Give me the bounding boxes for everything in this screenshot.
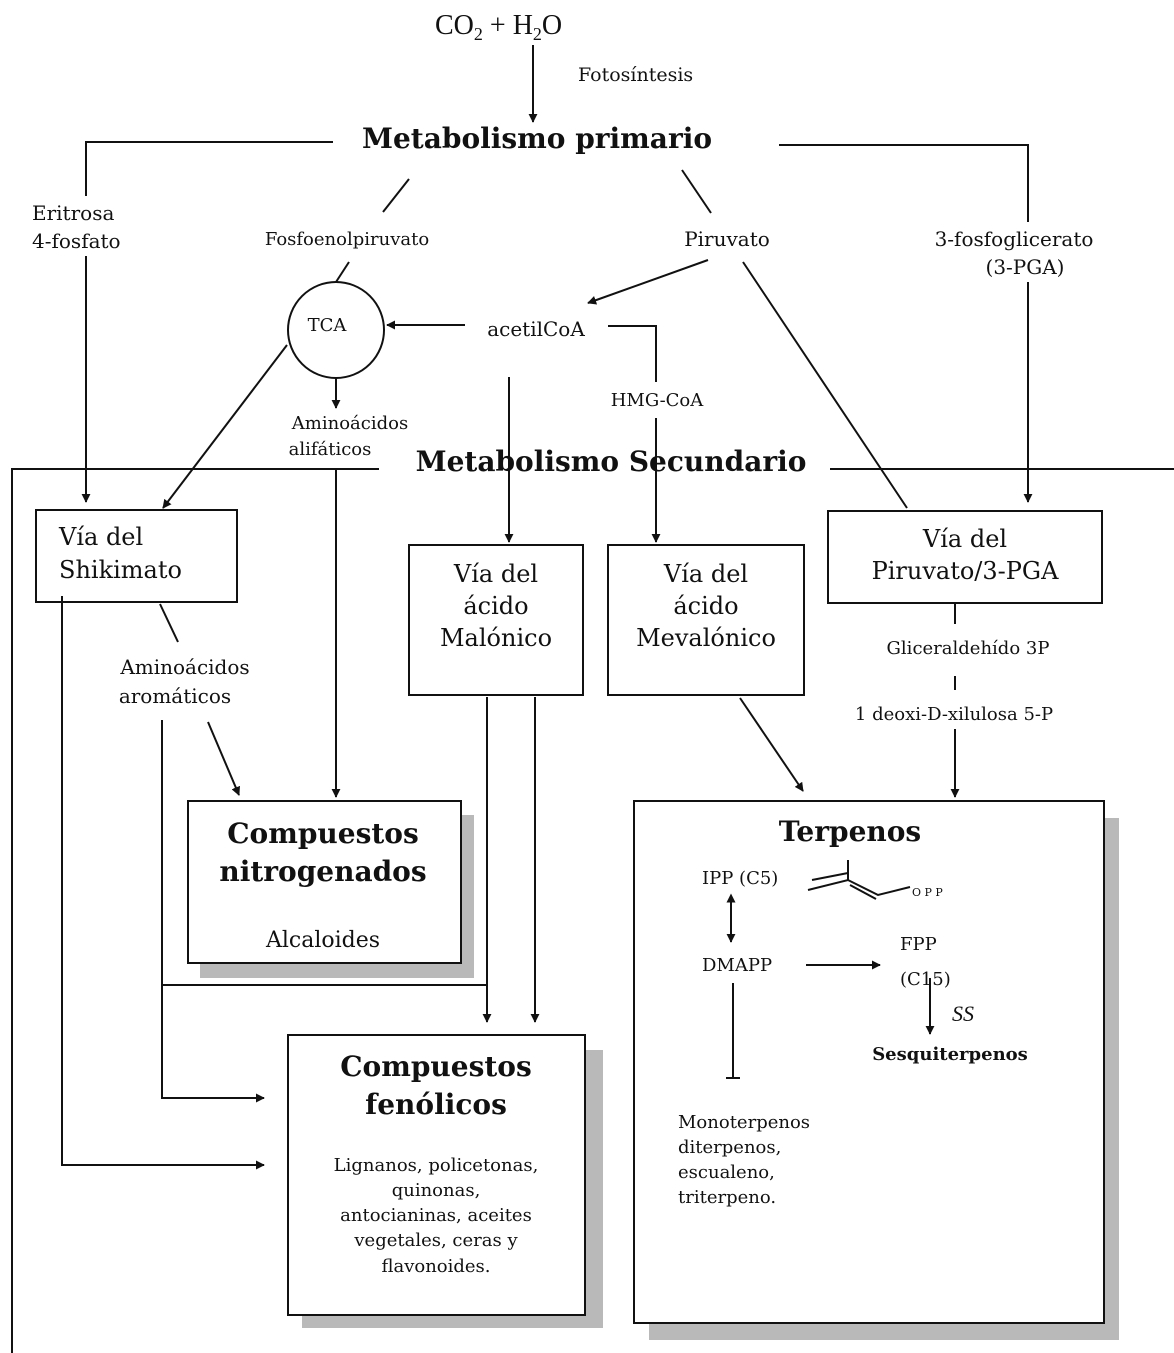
nitrogen-title-2: nitrogenados [219, 855, 426, 888]
terpenes-box [633, 800, 1105, 1324]
mono-label-2: diterpenos, [678, 1137, 781, 1158]
tca-label: TCA [308, 315, 348, 336]
pga-label-2: (3-PGA) [986, 255, 1065, 279]
aliphatic-label-1: Aminoácidos [291, 413, 408, 434]
fpp-label-2: (C15) [900, 969, 951, 990]
hmgcoa-label: HMG-CoA [611, 390, 705, 411]
erythrose-label-1: Eritrosa [32, 201, 114, 225]
ipp-label: IPP (C5) [702, 868, 778, 889]
mevalonic-label-1: Vía del [663, 560, 748, 588]
erythrose-label-2: 4-fosfato [32, 229, 121, 253]
ipp-structure [807, 860, 911, 900]
mevalonic-label-2: ácido [673, 592, 738, 620]
acetylcoa-label: acetilCoA [487, 317, 585, 341]
alkaloids-label: Alcaloides [265, 928, 380, 953]
photosynthesis-label: Fotosíntesis [578, 64, 693, 86]
line-pep-to-tca [335, 261, 350, 283]
pyruvate-label: Piruvato [684, 227, 770, 251]
line-shikimate-to-aromatic [159, 603, 179, 643]
secondary-metabolism-title: Metabolismo Secundario [416, 445, 807, 478]
aromatic-label-2: aromáticos [119, 684, 231, 708]
phenolic-desc-2: quinonas, [392, 1180, 481, 1201]
opp-label: O P P [912, 886, 943, 899]
arrow-shikimate-to-phenolic [61, 596, 265, 1170]
arrow-aromatic-to-nitrogen [207, 721, 240, 796]
primary-metabolism-title: Metabolismo primario [362, 122, 712, 155]
terpenes-title: Terpenos [779, 815, 921, 848]
line-primary-to-pep [382, 178, 410, 213]
arrow-aromatic-to-phenolic [161, 720, 265, 1103]
pga-label-1: 3-fosfoglicerato [935, 227, 1094, 251]
aromatic-label-1: Aminoácidos [119, 655, 249, 679]
mevalonic-label-3: Mevalónico [636, 624, 776, 652]
source-co2-h2o: CO2 + H2O [435, 10, 562, 44]
dmapp-label: DMAPP [702, 955, 772, 976]
line-pyruvate-to-pyr-pga-pathway [742, 261, 908, 509]
malonic-label-1: Vía del [453, 560, 538, 588]
arrow-tca-to-shikimate [162, 344, 288, 509]
mono-label-1: Monoterpenos [678, 1112, 810, 1133]
nitrogen-title-1: Compuestos [227, 817, 418, 850]
secondary-frame-left [11, 468, 379, 1353]
phenolic-desc-3: antocianinas, aceites [340, 1205, 532, 1226]
line-acetylcoa-to-hmgcoa [608, 325, 657, 382]
line-to-erythrose [85, 141, 333, 196]
phenolic-desc-1: Lignanos, policetonas, [334, 1155, 539, 1176]
malonic-pathway-box [408, 544, 584, 696]
fpp-label-1: FPP [900, 934, 937, 955]
phenolic-title-2: fenólicos [365, 1088, 507, 1121]
shikimate-label-1: Vía del [58, 523, 143, 551]
mono-label-3: escualeno, [678, 1162, 775, 1183]
phenolic-compounds-box [287, 1034, 586, 1316]
line-to-3pga [779, 144, 1029, 222]
phenolic-desc-5: flavonoides. [381, 1256, 490, 1277]
deoxyxylulose-label: 1 deoxi-D-xilulosa 5-P [855, 704, 1053, 725]
nitrogen-compounds-box [187, 800, 462, 964]
glyceraldehyde-label: Gliceraldehído 3P [887, 638, 1050, 659]
line-primary-to-pyruvate [681, 169, 712, 214]
phenolic-desc-4: vegetales, ceras y [353, 1230, 518, 1251]
phenolic-title-1: Compuestos [340, 1050, 531, 1083]
ss-label: SS [952, 1001, 974, 1026]
pyrpga-label-1: Vía del [922, 525, 1007, 553]
arrow-pyruvate-to-acetylcoa [587, 259, 709, 305]
shikimate-pathway-box [35, 509, 238, 603]
malonic-label-3: Malónico [440, 624, 552, 652]
pyrpga-label-2: Piruvato/3-PGA [872, 557, 1060, 585]
pep-label: Fosfoenolpiruvato [265, 229, 429, 250]
sesquiterpenes-label: Sesquiterpenos [872, 1044, 1028, 1065]
mevalonic-pathway-box [607, 544, 805, 696]
arrow-mevalonic-to-terpenes [739, 697, 804, 792]
shikimate-label-2: Shikimato [59, 556, 182, 584]
pyruvate-pga-pathway-box [827, 510, 1103, 604]
mono-label-4: triterpeno. [678, 1187, 776, 1208]
aliphatic-label-2: alifáticos [289, 439, 372, 460]
malonic-label-2: ácido [463, 592, 528, 620]
